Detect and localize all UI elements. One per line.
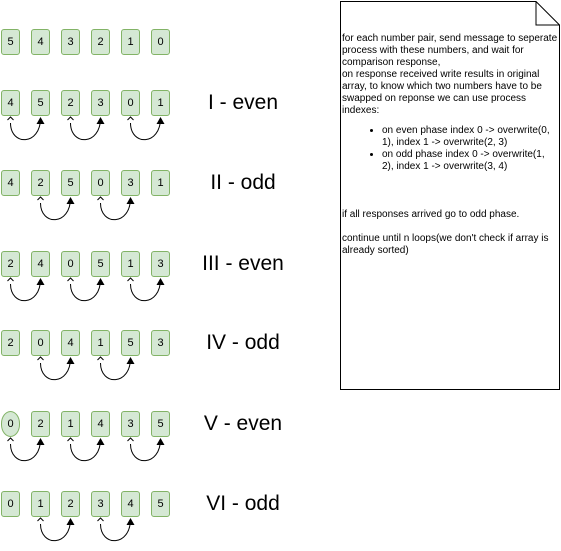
note-card: for each number pair, send message to se… <box>340 1 560 390</box>
array-cell: 0 <box>1 411 20 437</box>
array-cell: 5 <box>121 330 140 356</box>
array-cell: 3 <box>91 90 110 116</box>
array-cell: 4 <box>121 491 140 517</box>
array-cell: 3 <box>91 491 110 517</box>
phase-label: I - even <box>207 91 279 114</box>
swap-arrow <box>40 518 75 542</box>
swap-arrow <box>100 197 135 221</box>
array-cell: 4 <box>1 170 20 196</box>
array-cell: 2 <box>31 411 50 437</box>
note-bullet: on odd phase index 0 -> overwrite(1, 2),… <box>382 149 558 173</box>
array-cell: 0 <box>151 29 170 55</box>
phase-label: IV - odd <box>206 331 280 354</box>
note-text: for each number pair, send message to se… <box>342 33 558 257</box>
swap-arrow <box>100 518 135 542</box>
swap-arrow <box>130 438 165 462</box>
swap-arrow <box>130 117 165 141</box>
swap-arrow <box>70 438 105 462</box>
array-cell: 2 <box>61 90 80 116</box>
array-cell: 3 <box>151 251 170 277</box>
swap-arrow <box>40 357 75 381</box>
array-cell: 4 <box>31 29 50 55</box>
array-cell: 0 <box>31 330 50 356</box>
swap-arrow-tail <box>97 196 104 201</box>
array-cell: 1 <box>121 251 140 277</box>
array-cell: 0 <box>121 90 140 116</box>
swap-arrow-tail <box>37 356 44 361</box>
array-cell: 0 <box>1 491 20 517</box>
phase-label: III - even <box>202 252 284 275</box>
swap-arrow <box>100 357 135 381</box>
swap-arrow-tail <box>37 517 44 522</box>
array-cell: 5 <box>31 90 50 116</box>
array-cell: 3 <box>121 411 140 437</box>
swap-arrow-tail <box>67 116 74 121</box>
array-cell: 3 <box>121 170 140 196</box>
array-cell: 1 <box>151 90 170 116</box>
note-bullet-list: on even phase index 0 -> overwrite(0, 1)… <box>342 125 558 173</box>
array-cell: 2 <box>91 29 110 55</box>
swap-arrow-tail <box>67 437 74 442</box>
array-cell: 4 <box>31 251 50 277</box>
swap-arrow-tail <box>67 277 74 282</box>
swap-arrow-tail <box>7 437 14 442</box>
array-cell: 1 <box>91 330 110 356</box>
array-cell: 0 <box>91 170 110 196</box>
note-bullet: on even phase index 0 -> overwrite(0, 1)… <box>382 125 558 149</box>
array-cell: 2 <box>1 330 20 356</box>
array-cell: 4 <box>1 90 20 116</box>
array-cell: 0 <box>61 251 80 277</box>
array-cell: 1 <box>61 411 80 437</box>
swap-arrow-tail <box>127 437 134 442</box>
array-cell: 5 <box>151 491 170 517</box>
note-response: on response received write results in or… <box>342 69 542 116</box>
swap-arrow <box>130 278 165 302</box>
array-cell: 4 <box>61 330 80 356</box>
swap-arrow-tail <box>7 277 14 282</box>
swap-arrow-tail <box>97 517 104 522</box>
swap-arrow-tail <box>97 356 104 361</box>
phase-label: VI - odd <box>206 492 280 515</box>
swap-arrow <box>70 117 105 141</box>
array-cell: 2 <box>61 491 80 517</box>
array-cell: 5 <box>151 411 170 437</box>
swap-arrow-tail <box>127 277 134 282</box>
array-cell: 2 <box>31 170 50 196</box>
array-cell: 3 <box>151 330 170 356</box>
phase-label: II - odd <box>210 171 276 194</box>
phase-label: V - even <box>203 412 283 435</box>
swap-arrow <box>10 278 45 302</box>
swap-arrow-tail <box>127 116 134 121</box>
array-cell: 5 <box>1 29 20 55</box>
array-cell: 1 <box>121 29 140 55</box>
swap-arrow <box>10 117 45 141</box>
note-shape <box>340 1 560 390</box>
array-cell: 1 <box>151 170 170 196</box>
array-cell: 3 <box>61 29 80 55</box>
swap-arrow <box>40 197 75 221</box>
swap-arrow <box>70 278 105 302</box>
swap-arrow <box>10 438 45 462</box>
array-cell: 4 <box>91 411 110 437</box>
array-cell: 1 <box>31 491 50 517</box>
swap-arrow-tail <box>7 116 14 121</box>
note-continue: continue until n loops(we don't check if… <box>342 233 549 256</box>
array-cell: 2 <box>1 251 20 277</box>
note-intro: for each number pair, send message to se… <box>342 33 558 68</box>
swap-arrow-tail <box>37 196 44 201</box>
note-all-responses: if all responses arrived go to odd phase… <box>342 209 520 220</box>
array-cell: 5 <box>61 170 80 196</box>
array-cell: 5 <box>91 251 110 277</box>
